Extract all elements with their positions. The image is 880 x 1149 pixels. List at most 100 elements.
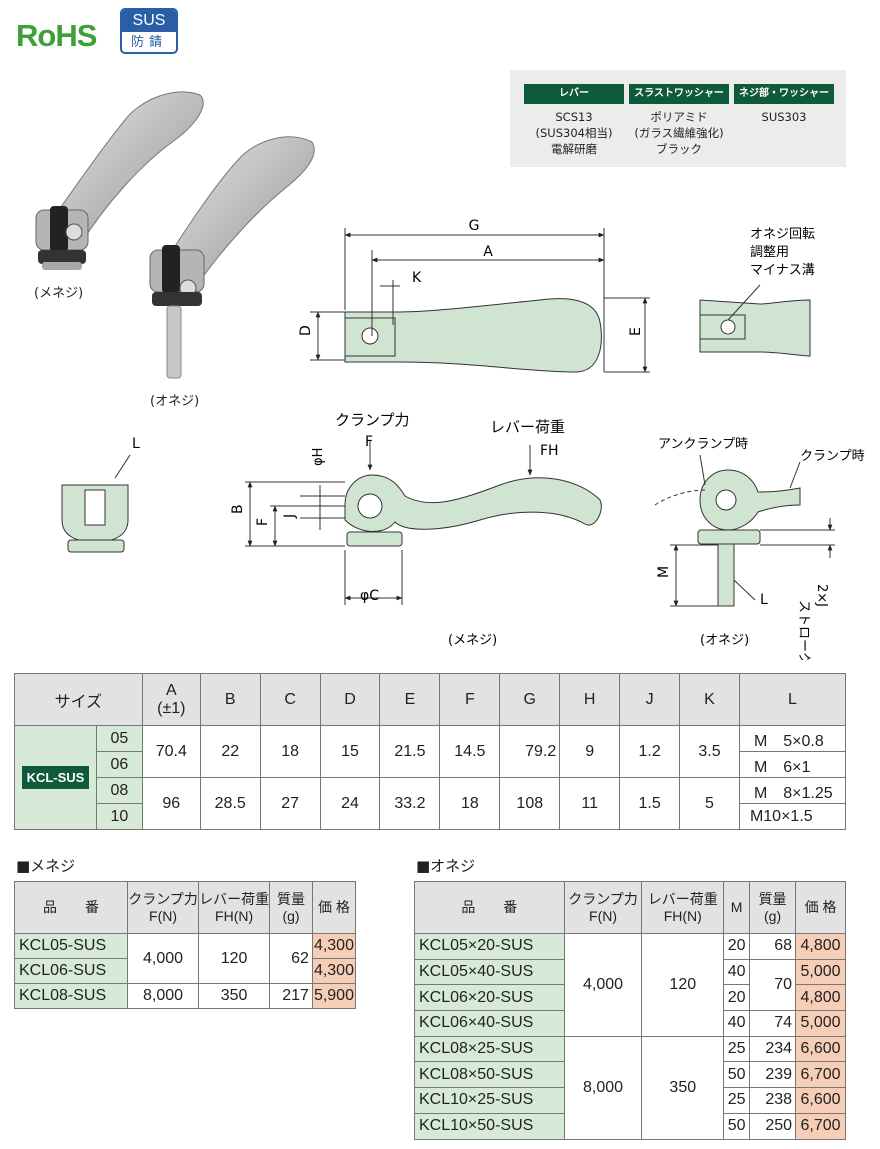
value-cell: 15: [319, 725, 381, 778]
price-header: 価 格: [795, 881, 846, 934]
photo-female-lever: [35, 91, 204, 270]
price-cell: 6,600: [795, 1035, 846, 1063]
mass-cell: 74: [749, 1010, 797, 1037]
mass-cell: 238: [749, 1087, 797, 1114]
header-line: FH(N): [663, 907, 702, 924]
table-row: KCL05×20-SUS 4,000 120 20 68 4,800: [414, 933, 846, 1037]
material-line: 電解研磨: [551, 142, 597, 156]
size-cell: 08: [95, 777, 143, 804]
size-cell: 06: [95, 751, 143, 778]
dim-fh-label: FH: [540, 443, 559, 459]
m-cell: 20: [723, 933, 751, 960]
material-lever: レバー SCS13 (SUS304相当) 電解研磨: [524, 84, 624, 157]
header-b: B: [199, 673, 261, 726]
male-side-drawing: [654, 469, 801, 607]
m-cell: 50: [723, 1061, 751, 1089]
dim-f-arrow-label: F: [365, 434, 373, 450]
material-thread: ネジ部・ワッシャー SUS303: [734, 84, 834, 125]
table-row: KCL10×25-SUS 25 238 6,600: [414, 1087, 846, 1114]
mass-cell: 250: [749, 1112, 797, 1140]
photo-male-caption: (オネジ): [150, 394, 200, 409]
dim-phih-label: φH: [311, 448, 326, 466]
sus-badge-sub: 防錆: [130, 35, 167, 50]
load-cell: 350: [641, 1035, 725, 1140]
price-cell: 6,700: [795, 1112, 846, 1140]
mass-cell: 234: [749, 1035, 797, 1063]
m-cell: 25: [723, 1035, 751, 1063]
header-c: C: [259, 673, 321, 726]
part-number: KCL05×20-SUS: [414, 933, 565, 960]
header-a-tol: (±1): [157, 699, 186, 717]
end-view-drawing: [61, 454, 131, 553]
header-line: F(N): [149, 907, 178, 924]
value-cell: 28.5: [199, 777, 261, 830]
header-line: レバー荷重: [647, 890, 718, 907]
load-cell: 120: [198, 933, 271, 984]
slot-note-1: オネジ回転: [750, 227, 815, 242]
sus-badge: SUS 防錆: [120, 8, 178, 54]
price-cell: 4,300: [311, 933, 357, 959]
clamp-label: クランプ時: [800, 449, 865, 464]
header-line: クランプ力: [128, 890, 198, 907]
size-table: サイズ A(±1) B C D E F G H J K L KCL-SUS 05…: [14, 673, 847, 830]
mass-cell: 70: [749, 958, 797, 1012]
value-cell: 14.5: [439, 725, 501, 778]
part-number: KCL10×50-SUS: [414, 1112, 565, 1140]
price-cell: 6,600: [795, 1087, 846, 1114]
value-cell: 33.2: [379, 777, 441, 830]
part-number: KCL08×25-SUS: [414, 1035, 565, 1063]
value-cell: 11: [559, 777, 621, 830]
slot-note-3: マイナス溝: [750, 263, 815, 278]
dim-g-label: G: [469, 218, 480, 234]
material-line: ブラック: [656, 142, 702, 156]
table-row: KCL-SUS 05 70.4 22 18 15 21.5 14.5 79.2 …: [14, 725, 847, 830]
photo-male-lever: [149, 136, 315, 379]
force-cell: 8,000: [563, 1035, 643, 1140]
force-cell: 8,000: [126, 983, 200, 1009]
price-cell: 5,900: [311, 983, 357, 1009]
price-cell: 4,300: [311, 958, 357, 984]
material-header: ネジ部・ワッシャー: [734, 84, 834, 104]
table-row: KCL06×20-SUS 20 4,800: [414, 984, 846, 1012]
material-line: SUS303: [761, 110, 807, 124]
material-thrust-washer: スラストワッシャー ポリアミド (ガラス繊維強化) ブラック: [629, 84, 729, 157]
price-cell: 4,800: [795, 933, 846, 960]
sus-badge-label: SUS: [122, 10, 176, 32]
value-cell: 70.4: [141, 725, 201, 778]
side-view-dims: [245, 440, 533, 605]
part-number: KCL06×20-SUS: [414, 984, 565, 1012]
table-row: 08 96 28.5 27 24 33.2 18 108 11 1.5 5 M …: [15, 777, 847, 830]
table-row: KCL05-SUS 4,000 120 62 4,300: [14, 933, 357, 984]
value-cell: 22: [199, 725, 261, 778]
part-number: KCL10×25-SUS: [414, 1087, 565, 1114]
dim-f2-label: F: [255, 518, 271, 526]
price-cell: 5,000: [795, 958, 846, 986]
dim-j-label: J: [282, 514, 298, 519]
dim-e-label: E: [628, 327, 644, 336]
rohs-logo: RoHS: [16, 18, 97, 53]
force-cell: 4,000: [563, 933, 643, 1037]
material-line: (SUS304相当): [535, 126, 613, 140]
header-line: 質量: [758, 890, 787, 907]
mass-header: 質量(g): [269, 881, 313, 934]
photo-female-caption: (メネジ): [34, 286, 84, 301]
mass-cell: 217: [269, 983, 313, 1009]
table-row: KCL06×40-SUS 40 74 5,000: [414, 1010, 846, 1037]
m-cell: 20: [723, 984, 751, 1012]
lever-load-label: レバー荷重: [490, 418, 565, 436]
drawing-female-caption: (メネジ): [448, 633, 497, 648]
technical-drawings: G A K D E オネジ回転 調整用 マイナス溝 L: [35, 91, 865, 660]
value-cell: 1.2: [619, 725, 681, 778]
header-line: FH(N): [215, 907, 254, 924]
pn-header: 品 番: [414, 881, 565, 934]
pn-header: 品 番: [14, 881, 128, 934]
drawing-male-caption: (オネジ): [700, 633, 749, 648]
part-number: KCL08×50-SUS: [414, 1061, 565, 1089]
side-view-drawing: [344, 474, 602, 547]
mass-header: 質量(g): [749, 881, 797, 934]
